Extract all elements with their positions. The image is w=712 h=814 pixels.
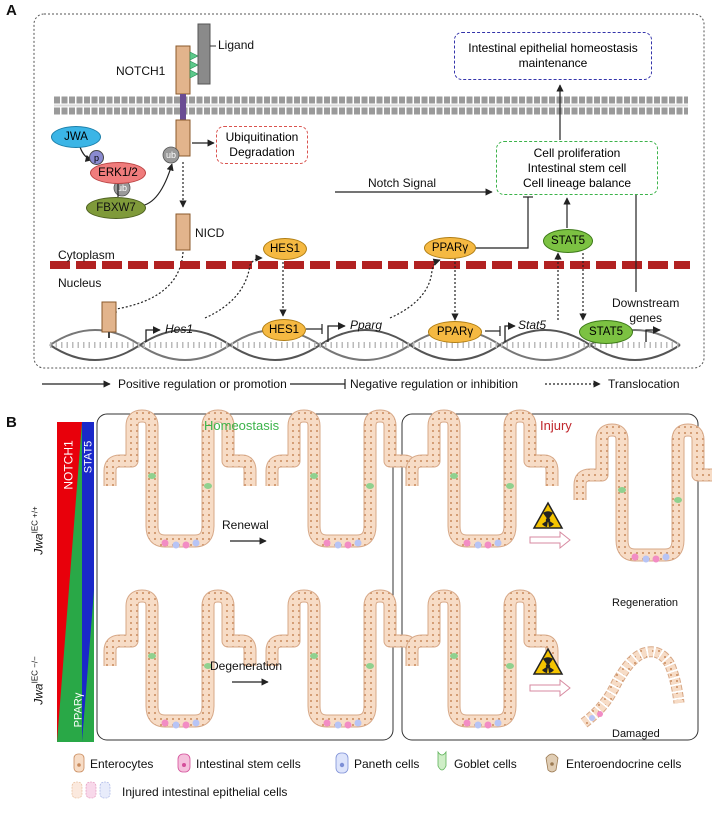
homeostasis-line-1: Intestinal epithelial homeostasis	[468, 41, 638, 55]
notch1-receptor	[175, 45, 199, 157]
legend-stem-cells: Intestinal stem cells	[196, 757, 301, 771]
notch1-bar-label: NOTCH1	[62, 440, 76, 490]
injured-cells-icon	[71, 781, 111, 799]
panel-b-letter: B	[6, 414, 17, 431]
jwa-wt-label-wrap: JwaIEC +/+	[28, 490, 48, 570]
jwa-wt-label: JwaIEC +/+	[31, 506, 46, 554]
legend-enterocytes: Enterocytes	[90, 757, 154, 771]
legend-paneth-cells: Paneth cells	[354, 757, 420, 771]
injury-arrow-1	[529, 530, 571, 550]
villus-ko-after	[272, 596, 412, 729]
ppar-bar-label-wrap: PPARγ	[68, 680, 88, 740]
ppar-cytoplasm: PPARγ	[424, 237, 476, 259]
panel-b-diagram	[57, 400, 712, 799]
erk-protein: ERK1/2	[90, 162, 146, 184]
panel-a-frame	[33, 13, 705, 369]
downstream-genes-label: Downstream genes	[612, 296, 679, 326]
ligand-shape	[197, 23, 211, 85]
degeneration-label: Degeneration	[210, 659, 283, 673]
ubiquitination-box: Ubiquitination Degradation	[216, 126, 308, 164]
fbxw7-protein: FBXW7	[86, 197, 146, 219]
phospho-tag: p	[89, 150, 104, 165]
stem-cell-icon	[177, 753, 191, 773]
cell-membrane	[54, 96, 688, 115]
notch1-label: NOTCH1	[116, 64, 166, 78]
ub-label-1: ub	[166, 150, 176, 160]
nicd-nuclear-shape	[101, 301, 117, 333]
radiation-icon-1	[533, 502, 563, 529]
stat5-cytoplasm: STAT5	[543, 229, 593, 253]
homeostasis-title: Homeostasis	[204, 418, 280, 433]
nicd-label: NICD	[195, 226, 225, 240]
hes1-nucleus: HES1	[262, 319, 306, 341]
ppar-bar	[57, 422, 82, 742]
hes1-cytoplasm: HES1	[263, 238, 307, 260]
jwa-protein: JWA	[51, 126, 101, 148]
downstream-line-2: genes	[629, 311, 663, 325]
ub-tag-1: ub	[162, 146, 180, 164]
cell-proliferation-box: Cell proliferation Intestinal stem cell …	[496, 141, 658, 195]
gene-stat5: Stat5	[518, 318, 547, 332]
damaged-label: Damaged	[612, 728, 660, 740]
injury-arrow-2	[529, 678, 571, 698]
injury-title: Injury	[540, 418, 572, 433]
stat5-bar-label: STAT5	[82, 440, 95, 474]
jwa-wt-base: Jwa	[31, 532, 46, 555]
jwa-ko-base: Jwa	[31, 682, 46, 705]
enteroendocrine-cell-icon	[545, 753, 559, 773]
villus-injury-wt-after	[580, 430, 712, 563]
stem-cell-text: Intestinal stem cell	[527, 160, 627, 175]
dna-helix	[49, 329, 681, 361]
legend-negative-label: Negative regulation or inhibition	[350, 377, 519, 391]
jwa-ko-sup: IEC −/−	[30, 655, 40, 683]
paneth-cell-icon	[335, 752, 349, 774]
villus-injury-ko-before	[412, 596, 552, 729]
degradation-text: Degradation	[229, 145, 295, 159]
homeostasis-line-2: maintenance	[518, 56, 588, 70]
panel-a-letter: A	[6, 2, 17, 19]
regeneration-label: Regeneration	[612, 597, 679, 609]
villus-wt-after	[272, 416, 412, 549]
nicd-shape	[175, 213, 191, 251]
gene-pparg: Pparg	[350, 318, 383, 332]
stat5-nucleus: STAT5	[579, 320, 633, 344]
notch-signal-label: Notch Signal	[368, 176, 437, 190]
gene-hes1: Hes1	[165, 322, 194, 336]
legend-positive-label: Positive regulation or promotion	[118, 377, 287, 391]
jwa-wt-sup: IEC +/+	[30, 505, 40, 533]
ppar-nucleus: PPARγ	[428, 321, 482, 343]
ub-label-2: ub	[117, 183, 127, 193]
legend-goblet-cells: Goblet cells	[454, 757, 517, 771]
damaged-villus	[580, 646, 685, 728]
jwa-ko-label: JwaIEC −/−	[31, 656, 46, 704]
ligand-label: Ligand	[218, 38, 255, 52]
ubiquitination-text: Ubiquitination	[225, 130, 299, 144]
stat5-bar-label-wrap: STAT5	[81, 422, 95, 492]
panel-a-diagram: ub ub	[33, 13, 705, 389]
cell-proliferation-text: Cell proliferation	[533, 145, 621, 160]
downstream-line-1: Downstream	[612, 296, 680, 310]
homeostasis-box: Intestinal epithelial homeostasis mainte…	[454, 32, 652, 80]
renewal-label: Renewal	[222, 518, 269, 532]
legend-enteroendocrine-cells: Enteroendocrine cells	[566, 757, 682, 771]
villus-injury-wt-before	[412, 416, 552, 549]
legend-translocation-label: Translocation	[608, 377, 680, 391]
homeostasis-panel	[96, 413, 394, 741]
injury-panel	[401, 413, 699, 741]
notch1-bar-label-wrap: NOTCH1	[59, 420, 79, 510]
jwa-ko-label-wrap: JwaIEC −/−	[28, 640, 48, 720]
legend-injured-cells: Injured intestinal epithelial cells	[122, 785, 288, 799]
ppar-bar-label: PPARγ	[72, 692, 85, 728]
lineage-balance-text: Cell lineage balance	[522, 175, 632, 190]
enterocyte-icon	[73, 753, 85, 773]
cytoplasm-label: Cytoplasm	[58, 248, 115, 262]
nucleus-label: Nucleus	[58, 276, 102, 290]
goblet-cell-icon	[437, 750, 447, 771]
